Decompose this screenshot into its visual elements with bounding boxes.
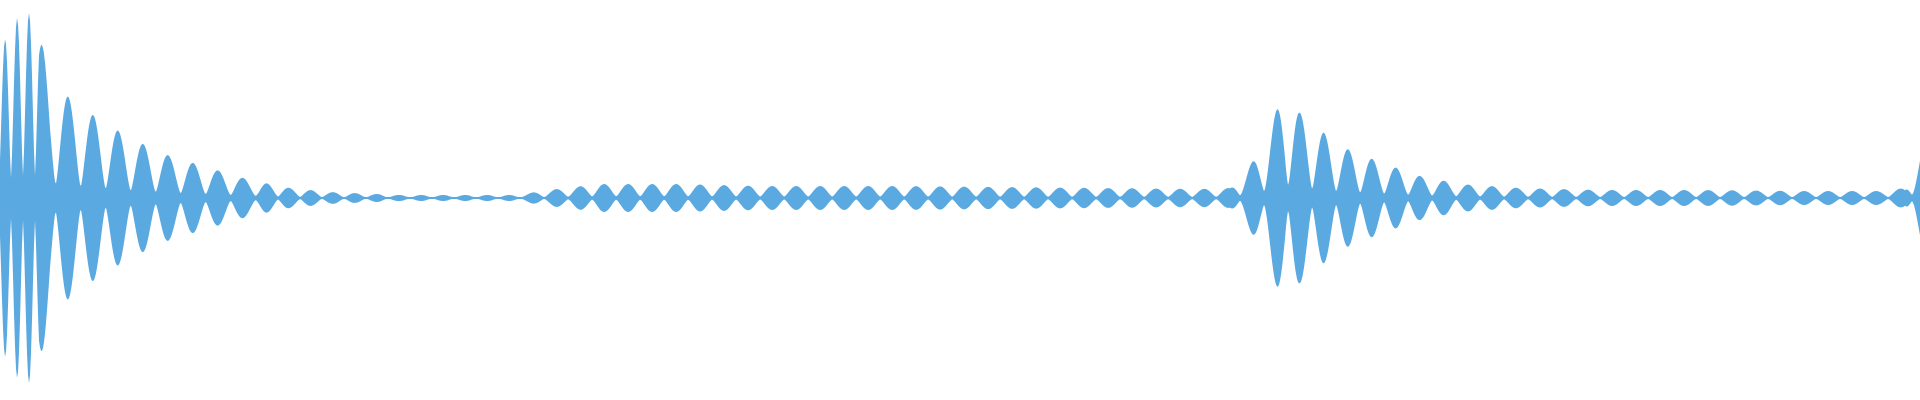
waveform-bars — [0, 13, 1920, 383]
